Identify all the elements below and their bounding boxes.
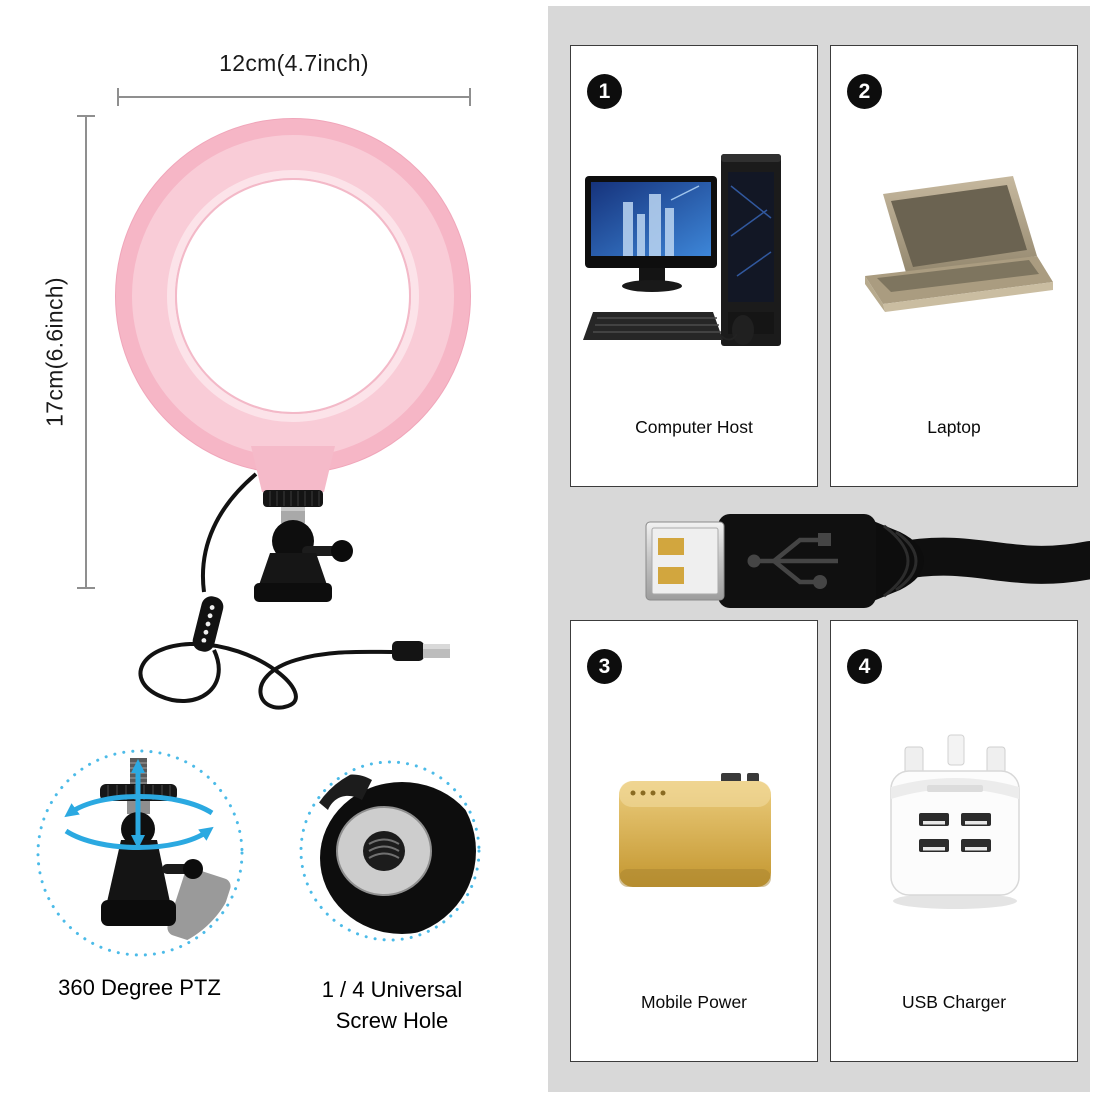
dimension-brackets [77,88,471,589]
screw-hole-callout-illustration [316,774,476,934]
usb-plug-small [392,641,450,661]
compat-item-laptop: 2 Laptop [830,45,1078,487]
screw-hole-callout-label: 1 / 4 Universal Screw Hole [321,977,463,1033]
item-label: USB Charger [901,992,1007,1012]
width-dimension-label: 12cm(4.7inch) [219,50,369,76]
item-number: 2 [858,79,871,103]
usb-plug-cable-icon [645,514,1090,608]
inline-remote-controller [192,596,224,652]
item-number-badge: 3 [587,649,622,684]
coiled-cable [138,641,395,710]
item-number: 1 [598,79,611,103]
ring-light-illustration [36,88,481,957]
desktop-computer-icon [583,154,781,346]
item-number-badge: 4 [847,649,882,684]
laptop-icon [865,176,1053,312]
ring-foot [251,446,335,492]
compat-item-mobile-power: 3 Mobile Power [570,620,818,1062]
compat-item-usb-charger: 4 US [830,620,1078,1062]
usb-charger-icon [890,734,1020,909]
compatibility-panel: 1 [548,6,1090,1092]
power-bank-icon [619,773,771,887]
ring-light-ring [115,118,471,474]
ball-head-mount [254,490,353,602]
compat-item-computer-host: 1 [570,45,818,487]
item-number: 3 [598,654,611,678]
item-label: Laptop [927,417,981,437]
item-label: Computer Host [635,417,753,437]
ptz-callout-label: 360 Degree PTZ [58,975,221,1000]
item-number-badge: 1 [587,74,622,109]
item-number: 4 [858,654,871,678]
power-cable [201,472,258,593]
item-number-badge: 2 [847,74,882,109]
item-label: Mobile Power [640,992,748,1012]
